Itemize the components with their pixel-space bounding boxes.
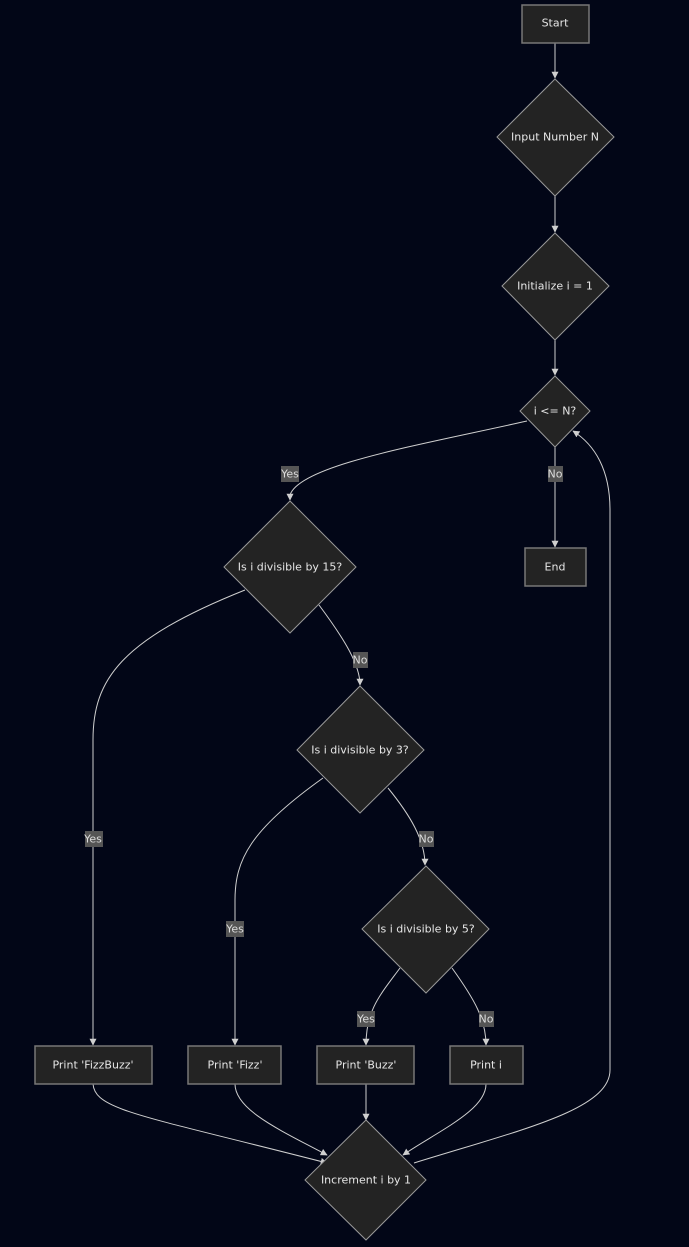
edge-div5-buzz: [362, 967, 401, 1046]
node-start[interactable]: Start: [521, 4, 590, 44]
svg-text:Increment i by 1: Increment i by 1: [321, 1174, 411, 1187]
node-print-fizz[interactable]: Print 'Fizz': [187, 1045, 282, 1085]
edge-label-div15-yes: Yes: [83, 831, 103, 847]
edge-label-div5-yes: Yes: [356, 1011, 375, 1027]
edge-increment-cond: [413, 430, 611, 1164]
edge-label-div15-no: No: [353, 652, 368, 668]
node-increment[interactable]: Increment i by 1: [304, 1119, 427, 1241]
svg-text:No: No: [479, 1013, 494, 1026]
edge-label-div3-yes: Yes: [225, 921, 244, 937]
node-input-number[interactable]: Input Number N: [496, 78, 615, 197]
node-divisible-by-15[interactable]: Is i divisible by 15?: [223, 500, 357, 634]
edge-fizzbuzz-increment: [92, 1083, 328, 1165]
edge-label-cond-no: No: [548, 466, 563, 482]
edge-div3-fizz: [231, 777, 324, 1046]
node-condition-i-le-n[interactable]: i <= N?: [519, 375, 591, 448]
svg-text:End: End: [545, 561, 566, 574]
edge-label-div3-no: No: [419, 831, 434, 847]
svg-text:Start: Start: [542, 17, 570, 30]
svg-text:Print 'Buzz': Print 'Buzz': [336, 1059, 397, 1072]
node-print-buzz[interactable]: Print 'Buzz': [316, 1045, 415, 1085]
node-divisible-by-5[interactable]: Is i divisible by 5?: [361, 865, 490, 994]
svg-text:Print i: Print i: [470, 1059, 502, 1072]
svg-text:Yes: Yes: [225, 923, 244, 936]
svg-text:Yes: Yes: [83, 833, 102, 846]
node-divisible-by-3[interactable]: Is i divisible by 3?: [296, 685, 425, 814]
edge-fizz-increment: [234, 1083, 328, 1156]
node-print-i[interactable]: Print i: [449, 1045, 524, 1085]
edge-label-div5-no: No: [479, 1011, 494, 1027]
svg-text:Input Number N: Input Number N: [511, 131, 599, 144]
svg-text:Is i divisible by 15?: Is i divisible by 15?: [238, 561, 343, 574]
edge-printi-increment: [402, 1083, 487, 1156]
svg-text:i <= N?: i <= N?: [534, 405, 577, 418]
edge-cond-div15: [286, 420, 528, 501]
svg-text:Yes: Yes: [356, 1013, 375, 1026]
svg-text:Print 'Fizz': Print 'Fizz': [208, 1059, 263, 1072]
edge-div15-fizzbuzz: [89, 589, 246, 1046]
svg-text:Is i divisible by 5?: Is i divisible by 5?: [377, 923, 475, 936]
edge-label-cond-yes: Yes: [280, 466, 299, 482]
svg-text:Yes: Yes: [280, 468, 299, 481]
node-print-fizzbuzz[interactable]: Print 'FizzBuzz': [34, 1045, 153, 1085]
svg-text:No: No: [419, 833, 434, 846]
svg-text:Is i divisible by 3?: Is i divisible by 3?: [311, 744, 409, 757]
edges: [89, 43, 611, 1165]
node-end[interactable]: End: [524, 547, 587, 587]
edge-div15-div3: [318, 604, 364, 686]
edge-div5-printi: [451, 967, 490, 1046]
edge-div3-div5: [387, 787, 429, 866]
node-initialize[interactable]: Initialize i = 1: [501, 232, 610, 341]
svg-text:No: No: [353, 654, 368, 667]
svg-text:No: No: [548, 468, 563, 481]
svg-text:Print 'FizzBuzz': Print 'FizzBuzz': [52, 1059, 133, 1072]
svg-text:Initialize i = 1: Initialize i = 1: [517, 280, 593, 293]
